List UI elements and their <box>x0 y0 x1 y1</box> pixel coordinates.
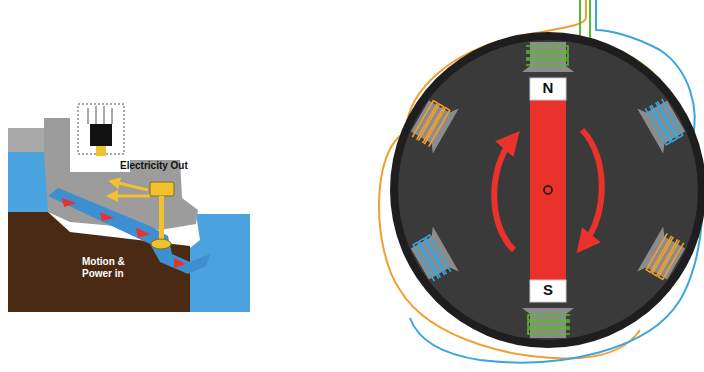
flow-arrow <box>174 258 186 268</box>
stator-pole <box>637 93 689 153</box>
transformer-base <box>96 146 106 156</box>
magnet-body <box>530 98 566 282</box>
generator-diagram <box>379 0 704 363</box>
stator-pole <box>407 226 459 286</box>
coil-winding <box>413 235 450 281</box>
transformer <box>90 124 112 146</box>
pole-shoe <box>637 93 689 153</box>
north-pole-box <box>530 78 566 100</box>
flow-arrow <box>136 228 150 238</box>
hydro-dam <box>8 104 250 312</box>
generator <box>150 182 174 196</box>
turbine <box>151 239 171 249</box>
coil-winding <box>646 233 683 279</box>
pole-shoe <box>407 93 459 153</box>
flow-arrow <box>62 198 76 207</box>
rotation-arrow <box>494 140 514 250</box>
coil-winding <box>528 315 570 334</box>
output-label: Electricity Out <box>120 160 210 172</box>
stator-pole <box>522 308 574 338</box>
pole-shoe <box>522 308 574 338</box>
stator-ring <box>390 32 704 348</box>
power-arrow <box>114 182 148 190</box>
pole-shoe <box>522 42 574 72</box>
stator-pole <box>637 226 689 286</box>
reservoir-water <box>8 152 48 212</box>
rotation-arrow <box>582 130 602 244</box>
stator-body <box>398 40 698 340</box>
pole-shoe <box>637 226 689 286</box>
turbine-shaft <box>159 196 164 242</box>
flow-arrow <box>100 212 114 221</box>
stator-pole <box>407 93 459 153</box>
penstock <box>48 188 210 274</box>
coil-winding <box>645 99 682 145</box>
coil-winding <box>412 101 449 147</box>
south-pole-box <box>530 280 566 302</box>
pole-shoe <box>407 226 459 286</box>
power-arrow <box>112 195 150 198</box>
pole-letter: N <box>530 79 566 96</box>
coil-winding <box>526 46 568 65</box>
stator-pole <box>522 42 574 72</box>
wire-green <box>574 0 580 40</box>
pole-letter: S <box>530 281 566 298</box>
rotor-axle <box>544 186 552 194</box>
dam-body <box>44 118 198 230</box>
dam-crest <box>8 128 44 152</box>
input-label: Motion & Power in <box>82 256 142 279</box>
pole-group <box>407 42 689 338</box>
